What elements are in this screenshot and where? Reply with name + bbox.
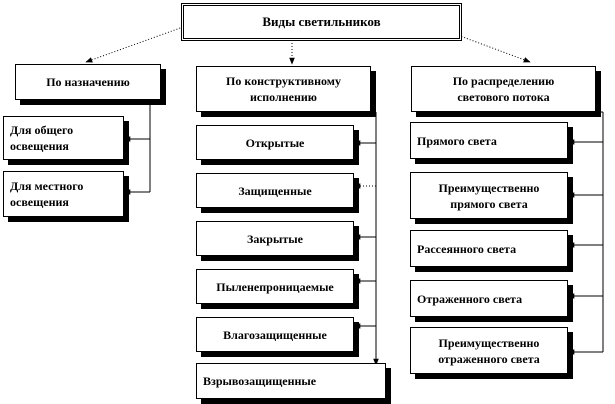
item-label: Отраженного света (417, 291, 523, 306)
item-label: Преимущественно отраженного света (438, 335, 540, 366)
item-label: Для местного освещения (10, 179, 84, 209)
item-diffused-light: Рассеянного света (410, 230, 568, 267)
item-open: Открытые (196, 125, 354, 160)
root-node: Виды светильников (181, 3, 462, 41)
item-label: Рассеянного света (417, 241, 517, 256)
item-label: Преимущественно прямого света (438, 180, 540, 211)
item-direct-light: Прямого света (410, 122, 568, 159)
item-label: Влагозащищенные (223, 327, 327, 342)
item-label: Для общего освещения (10, 123, 74, 153)
item-mainly-reflected-light: Преимущественно отраженного света (410, 327, 568, 374)
item-label: Защищенные (238, 183, 312, 198)
root-label: Виды светильников (262, 14, 381, 29)
item-dustproof: Пыленепроницаемые (196, 269, 354, 304)
item-explosion-proof: Взрывозащищенные (196, 363, 386, 399)
item-protected: Защищенные (196, 173, 354, 208)
item-local-lighting: Для местного освещения (3, 171, 124, 217)
category-distribution: По распределению светового потока (411, 66, 596, 112)
category-purpose-label: По назначению (46, 75, 130, 89)
item-label: Открытые (245, 135, 305, 150)
item-closed: Закрытые (196, 221, 354, 256)
item-label: Прямого света (417, 133, 497, 148)
item-general-lighting: Для общего освещения (3, 116, 124, 160)
item-label: Закрытые (247, 231, 303, 246)
category-design: По конструктивному исполнению (196, 66, 371, 112)
category-purpose: По назначению (15, 64, 161, 100)
item-moistureproof: Влагозащищенные (196, 317, 354, 352)
item-label: Взрывозащищенные (203, 374, 317, 388)
category-distribution-label: По распределению светового потока (452, 74, 555, 104)
item-label: Пыленепроницаемые (216, 279, 334, 294)
arrow-root-to-purpose (85, 26, 184, 63)
item-mainly-direct-light: Преимущественно прямого света (410, 172, 568, 219)
category-design-label: По конструктивному исполнению (226, 74, 341, 104)
item-reflected-light: Отраженного света (410, 280, 568, 317)
